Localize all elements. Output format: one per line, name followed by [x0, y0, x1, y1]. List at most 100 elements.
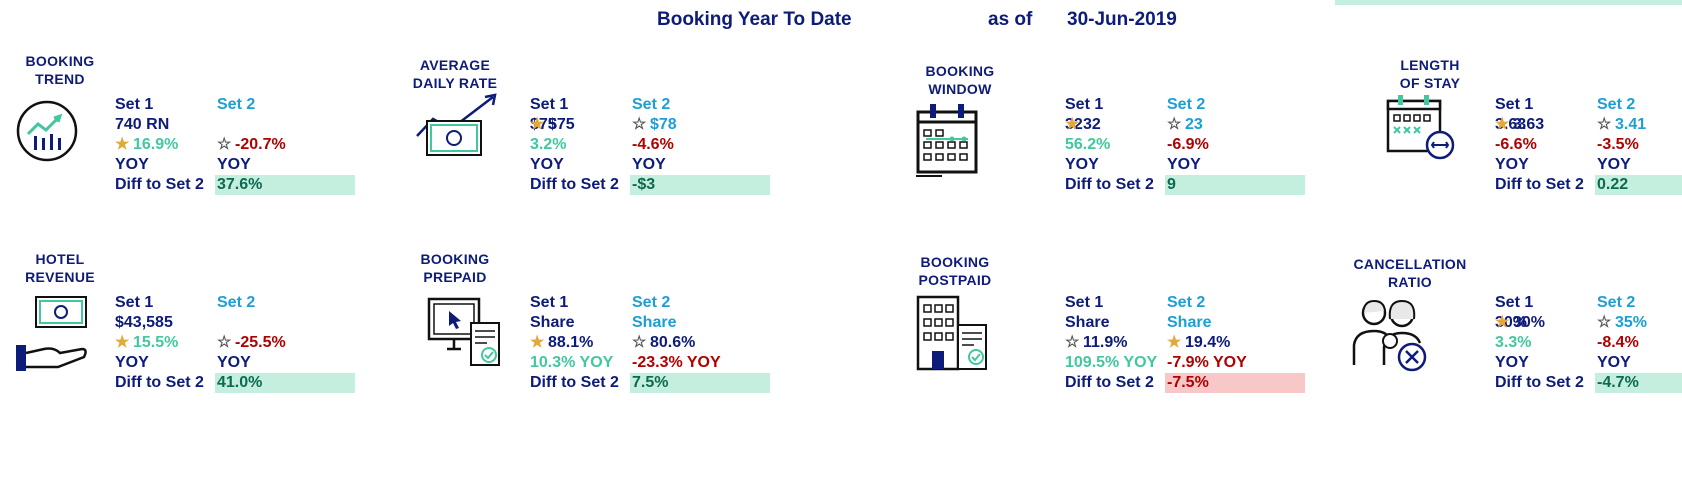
kpi-title-line: OF STAY — [1399, 75, 1461, 91]
report-date: 30-Jun-2019 — [1067, 9, 1177, 30]
set2-value: ☆35% — [1597, 313, 1647, 333]
set1-value: 30% — [1495, 314, 1528, 331]
kpi-title: AVERAGE DAILY RATE — [395, 56, 515, 92]
money-growth-icon — [415, 91, 505, 166]
diff-label: Diff to Set 2 — [115, 176, 204, 193]
set2-change: ☆-20.7% — [217, 135, 286, 155]
set2-value: Share — [1167, 314, 1212, 331]
diff-value: -$3 — [630, 175, 770, 195]
hollow-star-icon: ☆ — [1597, 314, 1612, 331]
set1-yoy: YOY — [530, 156, 564, 173]
set2-change: -4.6% — [632, 136, 674, 153]
diff-label: Diff to Set 2 — [115, 374, 204, 391]
set1-value: ★$75 — [530, 115, 575, 135]
kpi-title-line: RATIO — [1387, 274, 1432, 290]
top-accent-bar — [1335, 0, 1682, 5]
set1-label: Set 1 — [530, 96, 569, 113]
kpi-title: BOOKING PREPAID — [395, 250, 515, 286]
set1-value-text: 30% — [1513, 314, 1546, 331]
kpi-title-line: TREND — [35, 71, 85, 87]
hollow-star-icon: ☆ — [1597, 116, 1612, 133]
hollow-star-icon: ☆ — [1065, 334, 1080, 351]
set2-value: ☆$78 — [632, 115, 677, 135]
set2-change: ☆-25.5% — [217, 333, 286, 353]
kpi-title-line: POSTPAID — [918, 272, 992, 288]
kpi-title: LENGTH OF STAY — [1370, 56, 1490, 92]
kpi-title-line: PREPAID — [423, 269, 487, 285]
hollow-star-icon: ☆ — [632, 334, 647, 351]
kpi-title-line: DAILY RATE — [412, 75, 498, 91]
diff-label: Diff to Set 2 — [1495, 374, 1584, 391]
kpi-title-line: WINDOW — [928, 81, 992, 97]
kpi-title-line: BOOKING — [420, 251, 490, 267]
set2-yoy: -7.9% YOY — [1167, 354, 1247, 371]
cancel-people-icon — [1350, 293, 1430, 378]
gold-star-icon: ★ — [1065, 116, 1080, 133]
diff-value: 41.0% — [215, 373, 355, 393]
set2-label: Set 2 — [1597, 96, 1636, 113]
set2-change: ★19.4% — [1167, 333, 1230, 353]
gold-star-icon: ★ — [1167, 334, 1182, 351]
set1-change: ☆11.9% — [1065, 333, 1127, 353]
set1-change-value: 88.1% — [548, 334, 594, 351]
set1-label: Set 1 — [530, 294, 569, 311]
set2-label: Set 2 — [1167, 294, 1206, 311]
calendar-duration-icon — [1382, 91, 1462, 166]
set2-value-text: $78 — [650, 116, 677, 133]
gold-star-icon: ★ — [1495, 116, 1510, 133]
set2-yoy: YOY — [1597, 156, 1631, 173]
set2-change: -3.5% — [1597, 136, 1639, 153]
set2-yoy: YOY — [217, 156, 251, 173]
set1-yoy: 109.5% YOY — [1065, 354, 1158, 371]
trend-chart-icon — [14, 98, 80, 169]
kpi-title-line: BOOKING — [925, 63, 995, 79]
set2-value-text: 35% — [1615, 314, 1648, 331]
set1-value: 32 — [1065, 116, 1083, 133]
diff-value: -7.5% — [1165, 373, 1305, 393]
set2-label: Set 2 — [1167, 96, 1206, 113]
kpi-title-line: AVERAGE — [419, 57, 491, 73]
set2-change-value: -20.7% — [235, 136, 286, 153]
set2-label: Set 2 — [217, 294, 256, 311]
set1-label: Set 1 — [1495, 294, 1534, 311]
set1-value: 740 RN — [115, 116, 170, 133]
calendar-icon — [912, 98, 982, 183]
kpi-title-line: CANCELLATION — [1353, 256, 1467, 272]
set1-change: 56.2% — [1065, 136, 1111, 153]
hollow-star-icon: ☆ — [1167, 116, 1182, 133]
set2-yoy: -23.3% YOY — [632, 354, 721, 371]
diff-label: Diff to Set 2 — [530, 374, 619, 391]
set1-value: 3.63 — [1495, 116, 1527, 133]
diff-value: 0.22 — [1595, 175, 1682, 195]
page-title: Booking Year To Date — [657, 9, 852, 30]
kpi-title-line: LENGTH — [1400, 57, 1460, 73]
set1-value-text: 32 — [1083, 116, 1101, 133]
set1-change-value: 16.9% — [133, 136, 179, 153]
set1-yoy: YOY — [1495, 354, 1529, 371]
kpi-title-line: BOOKING — [920, 254, 990, 270]
diff-value: 7.5% — [630, 373, 770, 393]
set1-label: Set 1 — [1065, 294, 1104, 311]
set1-label: Set 1 — [115, 294, 154, 311]
online-receipt-icon — [425, 293, 505, 378]
kpi-title: CANCELLATION RATIO — [1350, 255, 1470, 291]
diff-value: 37.6% — [215, 175, 355, 195]
set2-change: -8.4% — [1597, 334, 1639, 351]
hand-money-icon — [14, 293, 94, 378]
set1-value-text: 3.63 — [1513, 116, 1545, 133]
set2-value: Share — [632, 314, 677, 331]
kpi-title: BOOKING WINDOW — [900, 62, 1020, 98]
set1-value: ★32 — [1065, 115, 1101, 135]
kpi-title-line: BOOKING — [25, 53, 95, 69]
set1-value: ★30% — [1495, 313, 1545, 333]
hollow-star-icon: ☆ — [632, 116, 647, 133]
set1-change: -6.6% — [1495, 136, 1537, 153]
